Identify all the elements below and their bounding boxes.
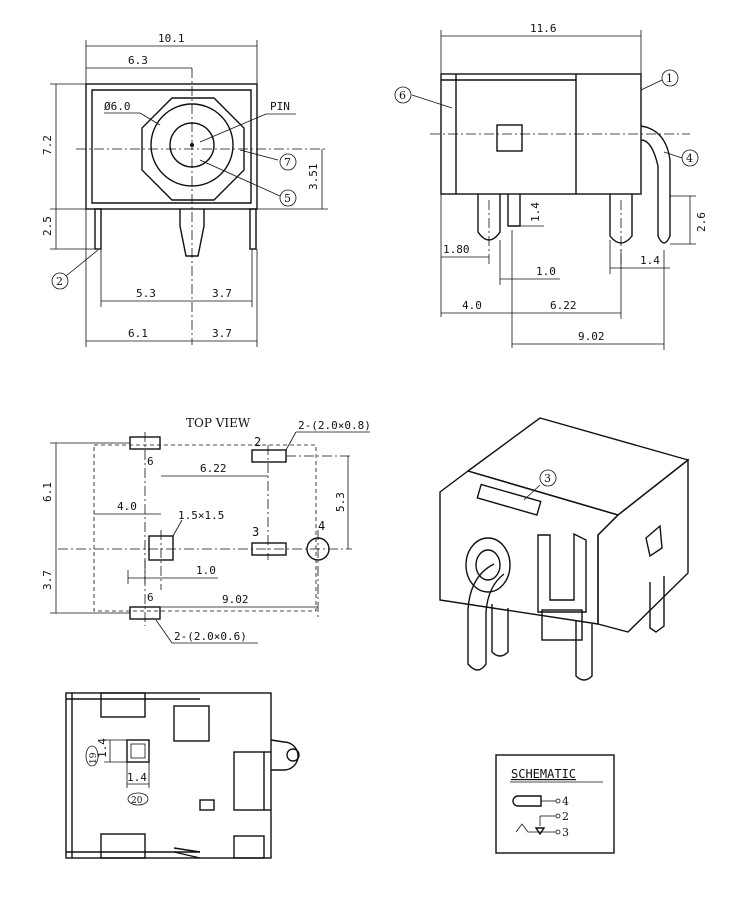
svg-text:2: 2 — [56, 275, 63, 288]
iso-socket-outer — [465, 537, 511, 593]
note-pad2-size: 2-(2.0×0.8) — [298, 419, 371, 432]
pad-2 — [251, 449, 287, 463]
iso-side-face — [597, 458, 689, 633]
dim-center-offset: 6.3 — [128, 54, 148, 67]
dim-bore-dia: Ø6.0 — [104, 100, 131, 113]
dim-bottom-right: 3.7 — [212, 327, 232, 340]
svg-text:3: 3 — [544, 472, 551, 485]
schematic-barrel — [512, 795, 542, 807]
top-view-outline — [93, 444, 317, 612]
iso-pin-a — [491, 604, 509, 657]
dim-pin-extension: 2.6 — [695, 212, 708, 232]
dim-tab-height: 1.4 — [529, 202, 542, 222]
pin-label: PIN — [270, 100, 290, 113]
side-rear-lead — [640, 125, 671, 244]
dim-total-depth: 9.02 — [578, 330, 605, 343]
dim-total-depth-top: 9.02 — [222, 593, 249, 606]
side-tab — [507, 194, 521, 227]
bottom-square-pad — [126, 739, 150, 763]
dim-pin-right-span: 3.7 — [212, 287, 232, 300]
svg-text:1: 1 — [666, 72, 673, 85]
note-pad6-size: 2-(2.0×0.6) — [174, 630, 247, 643]
schematic-pin-3: 3 — [562, 826, 569, 839]
iso-lead — [467, 563, 505, 671]
callout-1 — [661, 69, 679, 87]
bottom-ear — [270, 739, 299, 771]
front-pin-left — [94, 208, 102, 250]
dim-rear-pin-width: 1.4 — [640, 254, 660, 267]
schematic-pin-4: 4 — [562, 795, 569, 808]
pad-label-2: 2 — [254, 435, 261, 449]
dim-pad-spacing: 6.22 — [200, 462, 227, 475]
dim-rear-pin-pos: 6.22 — [550, 299, 577, 312]
iso-side-window — [645, 524, 663, 558]
svg-text:7: 7 — [284, 156, 291, 169]
callout-2 — [51, 272, 69, 290]
dim-overall-length: 11.6 — [530, 22, 557, 35]
front-shell-inner — [91, 89, 252, 204]
dim-pad-pitch: 5.3 — [334, 492, 347, 512]
side-view: 11.6 1.4 2.6 1.80 1.0 1.4 4.0 6.22 9.02 — [394, 22, 708, 350]
dim-center-height: 3.51 — [307, 164, 320, 191]
dim-overall-width: 10.1 — [158, 32, 185, 45]
dim-pin-width: 1.0 — [536, 265, 556, 278]
dim-front-offset: 1.80 — [443, 243, 470, 256]
bottom-pad-a — [100, 692, 146, 718]
bottom-view: 1.4 1.4 19 20 — [65, 692, 300, 859]
schematic-frame — [495, 754, 615, 854]
callout-3 — [539, 469, 557, 487]
iso-pin-c — [649, 576, 665, 633]
svg-text:20: 20 — [131, 796, 143, 806]
dim-lower-height: 3.7 — [41, 570, 54, 590]
bottom-window — [173, 705, 210, 742]
dim-pad-offset: 4.0 — [117, 500, 137, 513]
svg-text:5: 5 — [284, 192, 291, 205]
callout-7 — [279, 153, 297, 171]
bottom-slot — [233, 751, 265, 811]
pad-label-6-bottom: 6 — [147, 591, 154, 604]
pad-label-3: 3 — [252, 525, 259, 539]
front-body-outline — [85, 83, 258, 210]
bottom-pad-b — [100, 833, 146, 859]
pad-label-6-top: 6 — [147, 455, 154, 468]
svg-text:4: 4 — [686, 152, 693, 165]
callout-6 — [394, 86, 412, 104]
svg-text:6: 6 — [399, 89, 406, 102]
top-view: TOP VIEW 6.1 3.7 6.22 4.0 5.3 1.0 9.0 — [41, 416, 371, 644]
side-window — [496, 124, 523, 152]
bottom-small-pad — [199, 799, 215, 811]
dim-pin-left-span: 5.3 — [136, 287, 156, 300]
dim-body-height: 7.2 — [41, 135, 54, 155]
callout-19 — [85, 745, 99, 767]
iso-pin-b — [575, 620, 593, 681]
dim-bottom-left: 6.1 — [128, 327, 148, 340]
dim-pin-length: 2.5 — [41, 216, 54, 236]
front-view: 10.1 6.3 7.2 2.5 3.51 5.3 3.7 6.1 3.7 Ø6… — [41, 32, 328, 347]
front-pin-right — [249, 208, 257, 250]
pad-label-4: 4 — [318, 519, 325, 533]
schematic-pin-2: 2 — [562, 810, 569, 823]
callout-4 — [681, 149, 699, 167]
iso-top-slot — [476, 483, 542, 516]
callout-20 — [127, 792, 149, 806]
dim-upper-height: 6.1 — [41, 482, 54, 502]
svg-text:19: 19 — [89, 752, 99, 764]
bottom-ear-hole — [286, 748, 300, 762]
schematic-title: SCHEMATIC — [511, 767, 576, 781]
iso-view: 3 — [439, 417, 690, 681]
callout-5 — [279, 189, 297, 207]
dim-front-pin-pos: 4.0 — [462, 299, 482, 312]
dim-pad-width: 1.4 — [127, 771, 147, 784]
iso-front-face — [439, 470, 620, 625]
top-view-title: TOP VIEW — [186, 416, 251, 430]
note-pad1-size: 1.5×1.5 — [178, 509, 224, 522]
dim-slot-width: 1.0 — [196, 564, 216, 577]
front-octagon — [141, 97, 245, 201]
iso-top-face — [466, 417, 690, 516]
iso-socket-inner — [475, 549, 501, 581]
schematic: SCHEMATIC 4 2 3 — [495, 754, 615, 854]
dim-pad-height: 1.4 — [96, 738, 109, 758]
bottom-body — [65, 692, 272, 859]
